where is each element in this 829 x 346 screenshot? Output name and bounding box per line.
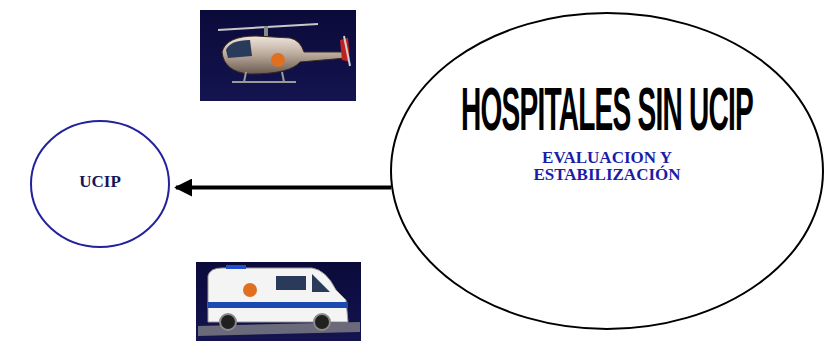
ellipse-shape [391,13,823,329]
landing-skid [232,81,296,83]
roof-light [226,265,246,269]
van-windscreen [312,274,330,292]
helicopter-body [222,36,346,74]
skid-strut [244,72,246,82]
van-wheel [314,314,330,330]
ambulance-picture [196,262,361,341]
flow-arrow [176,186,391,190]
skid-strut [282,72,284,82]
rotor-mast [264,26,268,36]
node-label: UCIP [30,172,170,192]
cockpit-window [226,40,252,58]
tail-rotor [344,36,350,66]
helicopter-picture [200,10,356,101]
hospital-ellipse: HOSPITALES SIN UCIP EVALUACION Y ESTABILI… [390,12,824,330]
node-subtitle: EVALUACION Y ESTABILIZACIÓN [517,149,697,183]
logo-badge [271,53,285,67]
unit-circle: UCIP [30,120,170,248]
node-heading: HOSPITALES SIN UCIP [438,74,777,145]
van-stripe [208,302,348,308]
van-wheel [220,314,236,330]
ellipse-shape [31,121,169,247]
logo-badge [243,283,257,297]
van-window [276,276,306,290]
picture-background [196,262,361,341]
picture-background [200,10,356,101]
